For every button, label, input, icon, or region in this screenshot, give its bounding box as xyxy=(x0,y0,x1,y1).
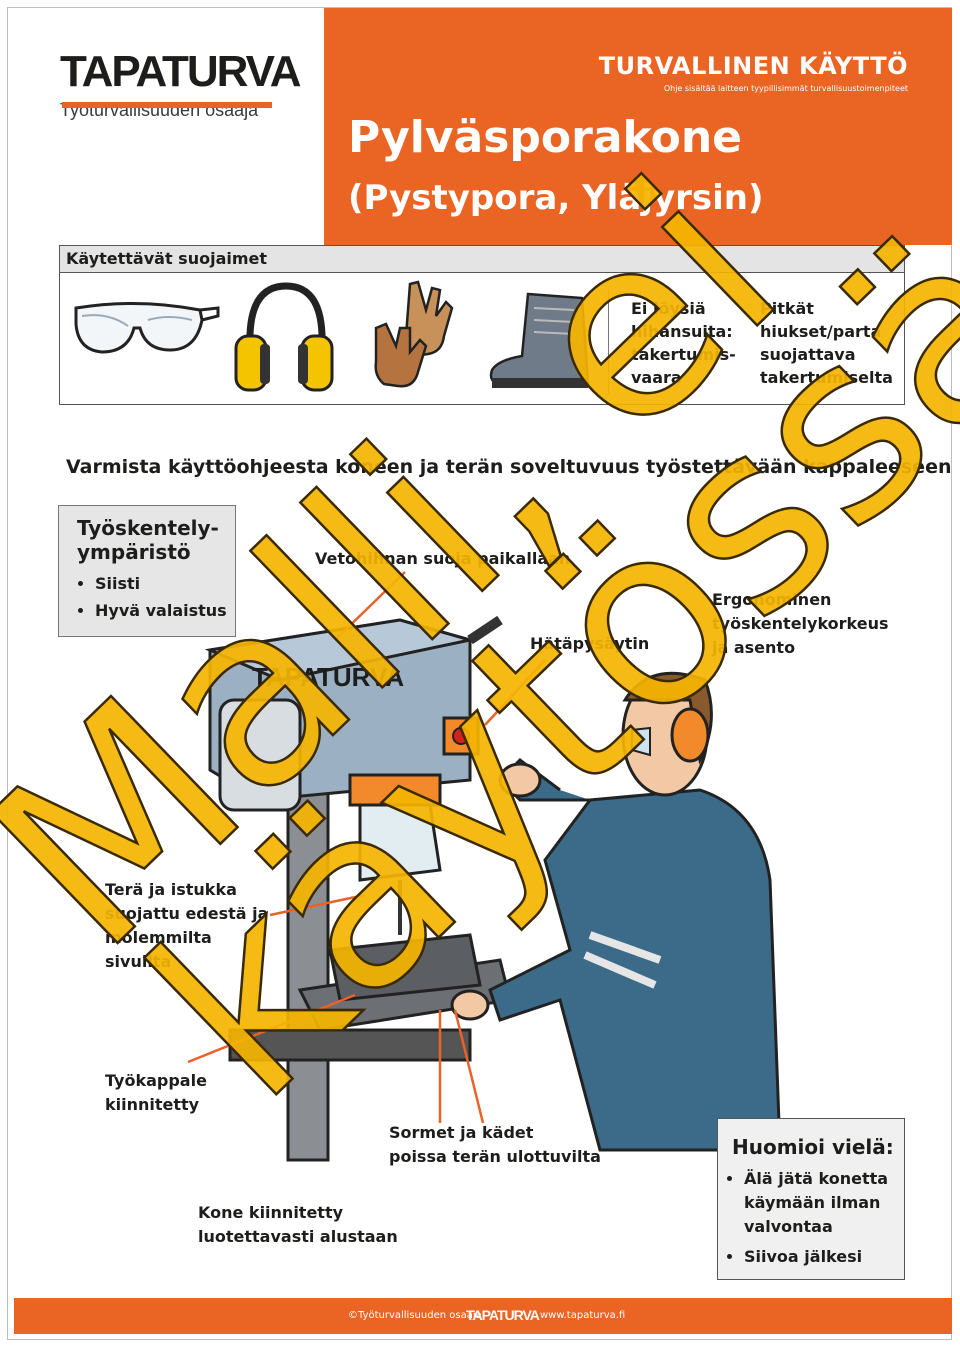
machine-base xyxy=(228,1028,472,1062)
notice-line: Älä jätä konetta xyxy=(744,1169,889,1188)
category-note: Ohje sisältää laitteen tyypillisimmät tu… xyxy=(663,84,908,93)
blade-guard-label: Terä ja istukka suojattu edestä ja molem… xyxy=(105,878,268,974)
machine-logo: TAPATURVA xyxy=(252,662,404,692)
logo-bar xyxy=(62,102,272,108)
safety-glasses-icon xyxy=(74,301,220,354)
hair-note: Pitkät hiukset/parta suojattava takertum… xyxy=(760,297,893,389)
protectors-heading: Käytettävät suojaimet xyxy=(60,246,904,273)
drill-motor xyxy=(218,698,302,812)
machine-fixed-line: Kone kiinnitetty xyxy=(198,1203,344,1222)
footer-bar: ©Työturvallisuuden osaaja TAPATURVA www.… xyxy=(14,1298,952,1334)
feed-handle xyxy=(467,615,503,645)
environment-title-line: ympäristö xyxy=(77,540,191,564)
poster-frame xyxy=(7,7,952,1340)
ear-muffs-icon xyxy=(234,282,334,392)
hair-note-line: hiukset/parta xyxy=(760,322,882,341)
sleeve-note-line: hihansuita: xyxy=(631,322,733,341)
blade-guard-line: Terä ja istukka xyxy=(105,880,237,899)
notice-line: valvontaa xyxy=(744,1217,833,1236)
hands-line: poissa terän ulottuvilta xyxy=(389,1147,601,1166)
list-item: Hyvä valaistus xyxy=(95,597,235,624)
hands-label: Sormet ja kädet poissa terän ulottuvilta xyxy=(389,1121,601,1169)
machine-vise xyxy=(328,933,482,1002)
belt-guard-label: Vetohihnan suoja paikallaan xyxy=(315,549,571,568)
hair-note-line: suojattava xyxy=(760,345,856,364)
notice-panel: Huomioi vielä: Älä jätä konetta käymään … xyxy=(717,1118,905,1280)
ergonomics-line: ja asento xyxy=(712,638,796,657)
chuck-guard xyxy=(358,803,442,882)
environment-panel: Työskentely- ympäristö Siisti Hyvä valai… xyxy=(58,505,236,637)
workpiece-label: Työkappale kiinnitetty xyxy=(105,1069,207,1117)
gloves-icon xyxy=(374,280,454,388)
notice-line: Siivoa jälkesi xyxy=(744,1247,863,1266)
safety-boots-icon xyxy=(489,292,590,388)
list-item: Siisti xyxy=(95,570,235,597)
footer-logo: TAPATURVA xyxy=(466,1307,540,1323)
protectors-panel: Käytettävät suojaimet xyxy=(59,245,905,405)
machine-fixed-label: Kone kiinnitetty luotettavasti alustaan xyxy=(198,1201,398,1249)
page-title: Pylväsporakone xyxy=(348,112,742,163)
sleeve-note-line: Ei löysiä xyxy=(631,299,706,318)
protectors-divider xyxy=(608,290,609,394)
sleeve-note: Ei löysiä hihansuita: takertumis- vaara xyxy=(631,297,736,389)
hair-note-line: takertumiselta xyxy=(760,368,893,387)
footer-copyright: ©Työturvallisuuden osaaja xyxy=(348,1310,482,1321)
protector-icons xyxy=(74,280,590,392)
blade-guard-line: sivuilta xyxy=(105,952,172,971)
workpiece-line: Työkappale xyxy=(105,1071,207,1090)
blade-guard-line: suojattu edestä ja xyxy=(105,904,269,923)
list-item: Siivoa jälkesi xyxy=(744,1245,904,1269)
machine-fixed-line: luotettavasti alustaan xyxy=(198,1227,398,1246)
notice-line: käymään ilman xyxy=(744,1193,881,1212)
hair-note-line: Pitkät xyxy=(760,299,814,318)
list-item: Älä jätä konetta käymään ilman valvontaa xyxy=(744,1167,904,1239)
worker-ear-muff xyxy=(670,707,710,763)
verify-instruction: Varmista käyttöohjeesta koneen ja terän … xyxy=(66,456,952,478)
blade-guard-line: molemmilta xyxy=(105,928,212,947)
title-banner xyxy=(324,8,952,245)
logo-wordmark: TAPATURVA xyxy=(60,47,301,96)
emergency-stop-label: Hätäpysäytin xyxy=(530,634,650,653)
notice-title: Huomioi vielä: xyxy=(732,1135,894,1159)
ergonomics-label: Ergonominen työskentelykorkeus ja asento xyxy=(712,588,889,660)
notice-list: Älä jätä konetta käymään ilman valvontaa… xyxy=(732,1167,904,1269)
callout-lines xyxy=(187,571,546,1124)
environment-title-line: Työskentely- xyxy=(77,516,219,540)
tapaturva-logo: TAPATURVA Työturvallisuuden osaaja xyxy=(60,47,301,121)
chuck xyxy=(348,773,442,807)
worker-figure xyxy=(450,671,782,1152)
workpiece-line: kiinnitetty xyxy=(105,1095,200,1114)
footer-url[interactable]: www.tapaturva.fi xyxy=(540,1310,626,1321)
ergonomics-line: Ergonominen xyxy=(712,590,832,609)
page-subtitle: (Pystypora, Yläjyrsin) xyxy=(348,178,764,218)
environment-list: Siisti Hyvä valaistus xyxy=(77,570,235,624)
hands-line: Sormet ja kädet xyxy=(389,1123,534,1142)
environment-title: Työskentely- ympäristö xyxy=(77,516,235,564)
sleeve-note-line: vaara xyxy=(631,368,682,387)
sleeve-note-line: takertumis- xyxy=(631,345,736,364)
ergonomics-line: työskentelykorkeus xyxy=(712,614,889,633)
category-title: TURVALLINEN KÄYTTÖ xyxy=(598,52,908,80)
